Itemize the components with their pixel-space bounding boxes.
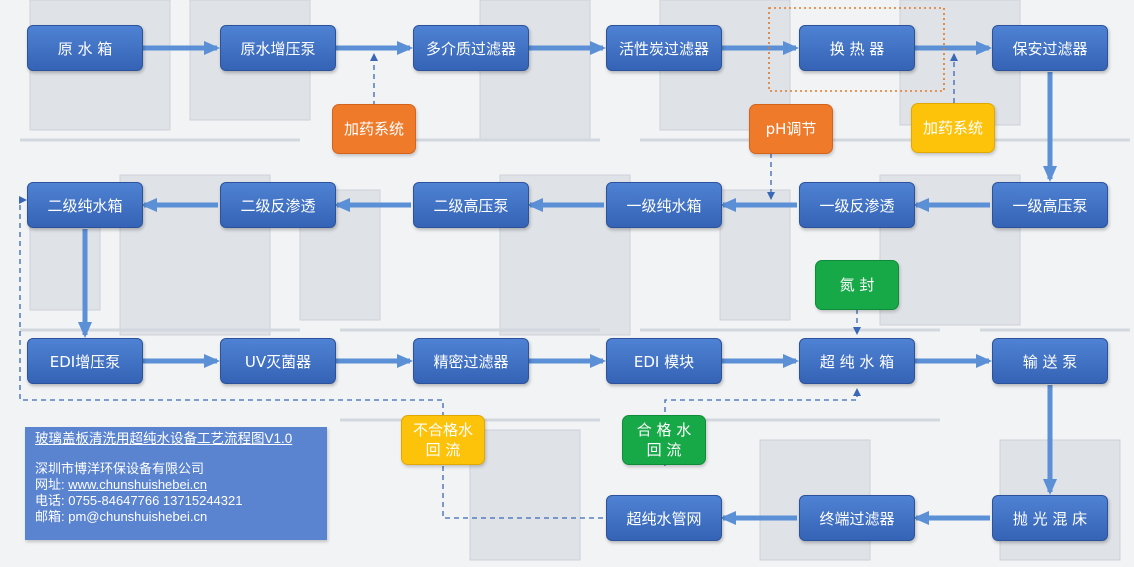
node-delivery-pump: 输 送 泵 <box>992 338 1108 384</box>
phone-value: 0755-84647766 13715244321 <box>68 493 243 508</box>
node-stage1-reverse-osmosis: 一级反渗透 <box>799 182 915 228</box>
node-stage2-pure-water-tank: 二级纯水箱 <box>27 182 143 228</box>
qualified-return-line <box>664 388 861 466</box>
website-row: 网址: www.chunshuishebei.cn <box>35 477 317 493</box>
node-multimedia-filter: 多介质过滤器 <box>413 25 529 71</box>
node-stage1-high-pressure-pump: 一级高压泵 <box>992 182 1108 228</box>
diagram-title: 玻璃盖板清洗用超纯水设备工艺流程图V1.0 <box>35 431 293 446</box>
node-activated-carbon-filter: 活性炭过滤器 <box>606 25 722 71</box>
node-uv-sterilizer: UV灭菌器 <box>220 338 336 384</box>
node-stage1-pure-water-tank: 一级纯水箱 <box>606 182 722 228</box>
email-row: 邮箱: pm@chunshuishebei.cn <box>35 509 317 525</box>
company-info-box: 玻璃盖板清洗用超纯水设备工艺流程图V1.0 深圳市博洋环保设备有限公司 网址: … <box>25 427 327 540</box>
node-stage2-high-pressure-pump: 二级高压泵 <box>413 182 529 228</box>
aux-qualified-water-return: 合 格 水 回 流 <box>622 415 706 465</box>
node-stage2-reverse-osmosis: 二级反渗透 <box>220 182 336 228</box>
email-label: 邮箱: <box>35 509 69 524</box>
unqualified-return-line <box>19 196 603 519</box>
website-label: 网址: <box>35 477 69 492</box>
aux-ph-adjust: pH调节 <box>749 104 833 154</box>
node-raw-water-booster-pump: 原水增压泵 <box>220 25 336 71</box>
node-heat-exchanger: 换 热 器 <box>799 25 915 71</box>
phone-label: 电话: <box>35 493 69 508</box>
node-edi-booster-pump: EDI增压泵 <box>27 338 143 384</box>
node-terminal-filter: 终端过滤器 <box>799 495 915 541</box>
node-precision-filter: 精密过滤器 <box>413 338 529 384</box>
aux-unqualified-water-return: 不合格水 回 流 <box>401 415 485 465</box>
node-ultrapure-water-pipe-network: 超纯水管网 <box>606 495 722 541</box>
aux-dosing-system-1: 加药系统 <box>332 104 416 154</box>
node-polishing-mixed-bed: 抛 光 混 床 <box>992 495 1108 541</box>
website-link[interactable]: www.chunshuishebei.cn <box>68 477 207 492</box>
phone-row: 电话: 0755-84647766 13715244321 <box>35 493 317 509</box>
email-value: pm@chunshuishebei.cn <box>68 509 208 524</box>
aux-dosing-system-2: 加药系统 <box>911 103 995 153</box>
aux-nitrogen-seal: 氮 封 <box>815 260 899 310</box>
heat-exchanger-highlight <box>768 7 945 92</box>
company-name: 深圳市博洋环保设备有限公司 <box>35 461 205 476</box>
node-raw-water-tank: 原 水 箱 <box>27 25 143 71</box>
node-ultrapure-water-tank: 超 纯 水 箱 <box>799 338 915 384</box>
node-security-filter: 保安过滤器 <box>992 25 1108 71</box>
node-edi-module: EDI 模块 <box>606 338 722 384</box>
